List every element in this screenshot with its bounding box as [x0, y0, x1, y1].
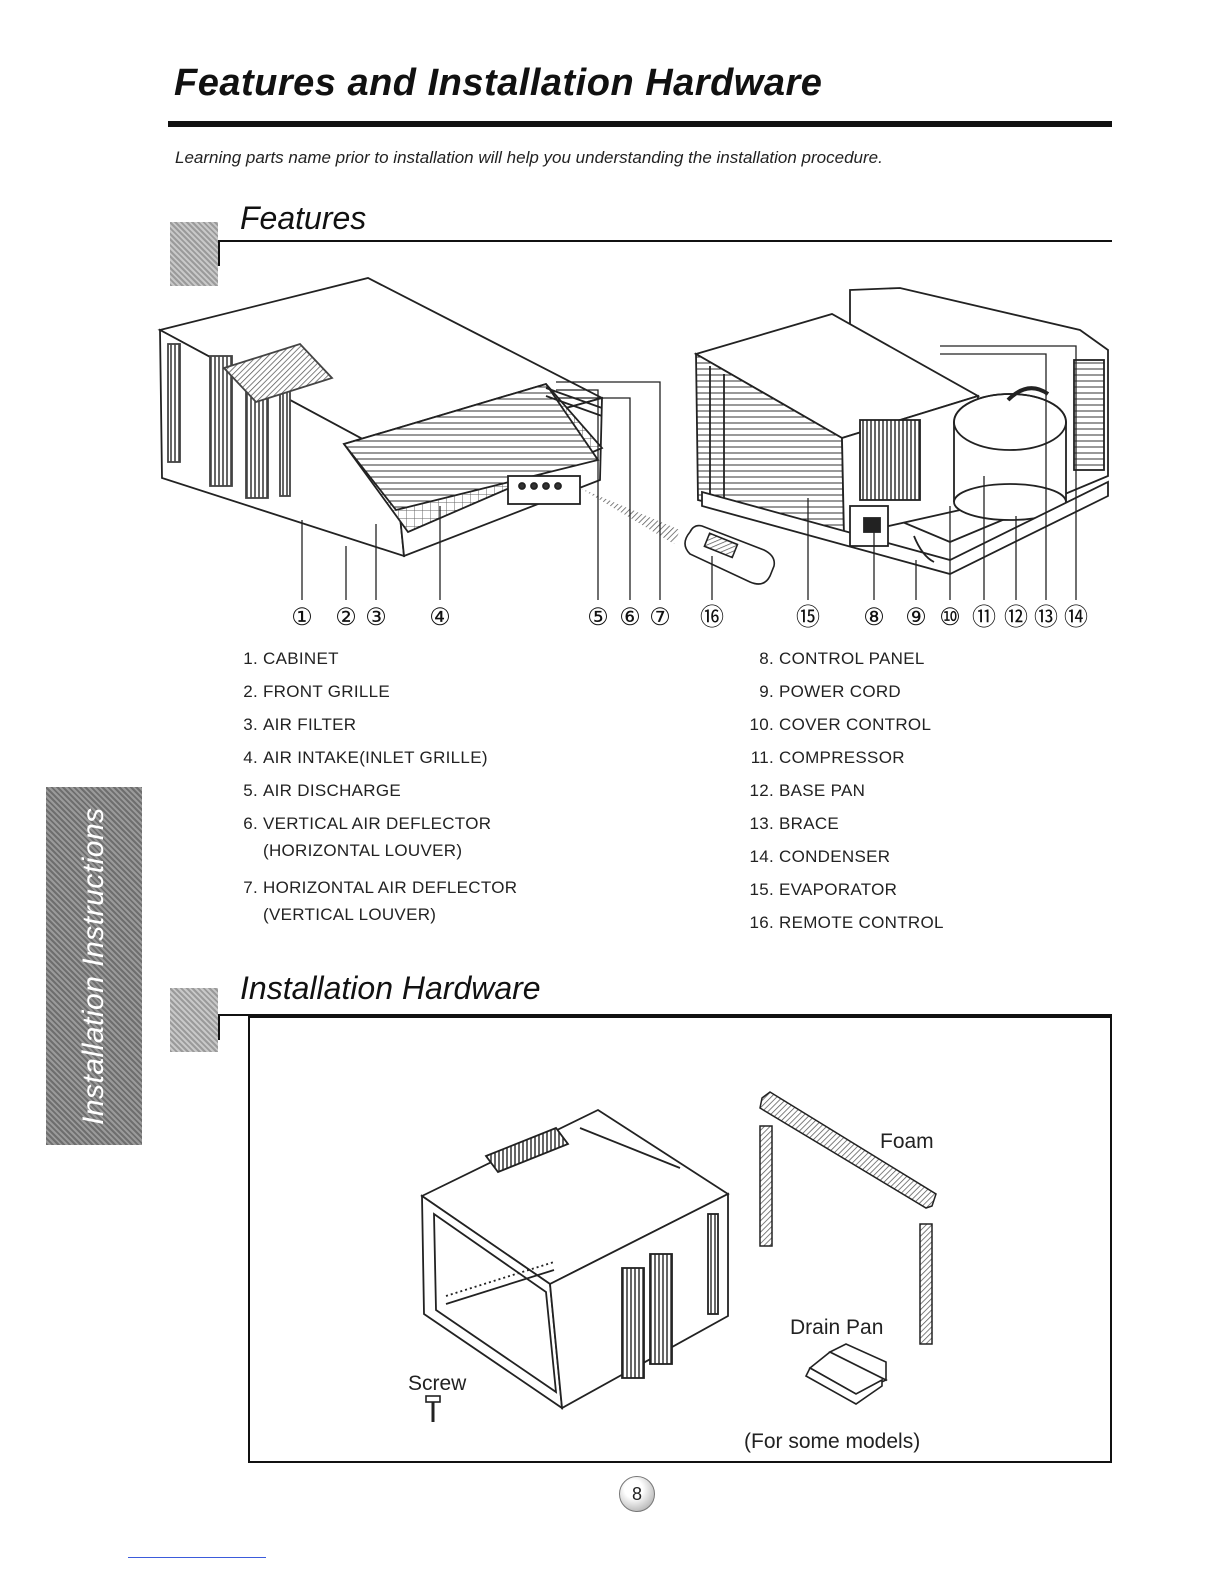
part-item: 4.AIR INTAKE(INLET GRILLE) — [236, 741, 696, 774]
hardware-heading-stub — [218, 1014, 220, 1040]
callout-10: ⑩ — [939, 604, 961, 631]
part-name: FRONT GRILLE — [263, 682, 391, 701]
part-item: 16.REMOTE CONTROL — [746, 906, 1086, 939]
page-title: Features and Installation Hardware — [174, 62, 823, 104]
bottom-line — [128, 1557, 266, 1558]
hardware-box: Foam Drain Pan Screw (For some models) — [248, 1016, 1112, 1463]
callout-3: ③ — [365, 604, 387, 631]
part-name: HORIZONTAL AIR DEFLECTOR — [263, 878, 518, 897]
foam-label: Foam — [880, 1130, 934, 1153]
remote-control — [684, 524, 776, 585]
part-item: 6.VERTICAL AIR DEFLECTOR — [236, 807, 696, 840]
features-heading-marker — [170, 222, 218, 286]
callout-numbers: ① ② ③ ④ ⑤ ⑥ ⑦ ⑯ ⑮ ⑧ ⑨ ⑩ ⑪ ⑫ ⑬ ⑭ — [291, 604, 1088, 631]
features-illustration: ① ② ③ ④ ⑤ ⑥ ⑦ ⑯ ⑮ ⑧ ⑨ ⑩ ⑪ ⑫ ⑬ ⑭ — [157, 277, 1109, 631]
some-models-note: (For some models) — [744, 1430, 920, 1453]
side-tab-label: Installation Instructions — [77, 807, 110, 1125]
parts-list-right: 8.CONTROL PANEL 9.POWER CORD 10.COVER CO… — [746, 642, 1086, 939]
part-name: AIR INTAKE(INLET GRILLE) — [263, 748, 488, 767]
hardware-heading-marker — [170, 988, 218, 1052]
callout-15: ⑮ — [796, 604, 820, 631]
part-item: 15.EVAPORATOR — [746, 873, 1086, 906]
part-item: 9.POWER CORD — [746, 675, 1086, 708]
callout-12: ⑫ — [1004, 604, 1028, 631]
screw-icon — [425, 1395, 441, 1422]
part-item: 8.CONTROL PANEL — [746, 642, 1086, 675]
part-name-continuation: (HORIZONTAL LOUVER) — [263, 841, 463, 860]
callout-1: ① — [291, 604, 313, 631]
drain-pan-label: Drain Pan — [790, 1316, 883, 1339]
part-item: 3.AIR FILTER — [236, 708, 696, 741]
part-name: AIR FILTER — [263, 715, 357, 734]
callout-8: ⑧ — [863, 604, 885, 631]
callout-16: ⑯ — [700, 604, 724, 631]
part-name: BRACE — [779, 814, 840, 833]
parts-list-left: 1.CABINET 2.FRONT GRILLE 3.AIR FILTER 4.… — [236, 642, 696, 931]
foam-strips — [759, 1091, 937, 1345]
features-heading-stub — [218, 240, 220, 266]
features-heading-rule — [218, 240, 1112, 242]
part-name: CONDENSER — [779, 847, 891, 866]
unit-front-view — [157, 277, 605, 558]
drain-pan — [804, 1343, 888, 1405]
hardware-illustration: Foam Drain Pan Screw (For some models) — [408, 1091, 937, 1453]
callout-2: ② — [335, 604, 357, 631]
part-name: CONTROL PANEL — [779, 649, 925, 668]
screw-label: Screw — [408, 1372, 467, 1395]
part-name: VERTICAL AIR DEFLECTOR — [263, 814, 492, 833]
part-name: CABINET — [263, 649, 339, 668]
part-item: 13.BRACE — [746, 807, 1086, 840]
part-name: BASE PAN — [779, 781, 866, 800]
title-rule — [168, 121, 1112, 127]
part-item: 5.AIR DISCHARGE — [236, 774, 696, 807]
side-tab — [46, 787, 142, 1145]
callout-7: ⑦ — [649, 604, 671, 631]
callout-11: ⑪ — [972, 604, 996, 631]
part-name: COVER CONTROL — [779, 715, 932, 734]
part-item: 14.CONDENSER — [746, 840, 1086, 873]
part-item: 10.COVER CONTROL — [746, 708, 1086, 741]
part-item: 2.FRONT GRILLE — [236, 675, 696, 708]
callout-4: ④ — [429, 604, 451, 631]
part-item: 7.HORIZONTAL AIR DEFLECTOR — [236, 871, 696, 904]
callout-13: ⑬ — [1034, 604, 1058, 631]
part-name: POWER CORD — [779, 682, 901, 701]
features-heading: Features — [240, 200, 367, 236]
part-name: COMPRESSOR — [779, 748, 905, 767]
unit-internal-view — [693, 287, 1109, 575]
callout-14: ⑭ — [1064, 604, 1088, 631]
callout-6: ⑥ — [619, 604, 641, 631]
part-item: 12.BASE PAN — [746, 774, 1086, 807]
hardware-heading-rule — [218, 1014, 1112, 1016]
callout-9: ⑨ — [905, 604, 927, 631]
part-name: AIR DISCHARGE — [263, 781, 402, 800]
part-name: EVAPORATOR — [779, 880, 898, 899]
hardware-heading: Installation Hardware — [240, 970, 541, 1006]
callout-leaders — [301, 345, 1077, 600]
part-name-continuation: (VERTICAL LOUVER) — [263, 905, 437, 924]
intro-text: Learning parts name prior to installatio… — [175, 148, 883, 167]
callout-5: ⑤ — [587, 604, 609, 631]
part-item: 1.CABINET — [236, 642, 696, 675]
part-item: 11.COMPRESSOR — [746, 741, 1086, 774]
page-number: 8 — [619, 1476, 655, 1512]
cabinet-sleeve — [420, 1108, 730, 1410]
part-name: REMOTE CONTROL — [779, 913, 944, 932]
